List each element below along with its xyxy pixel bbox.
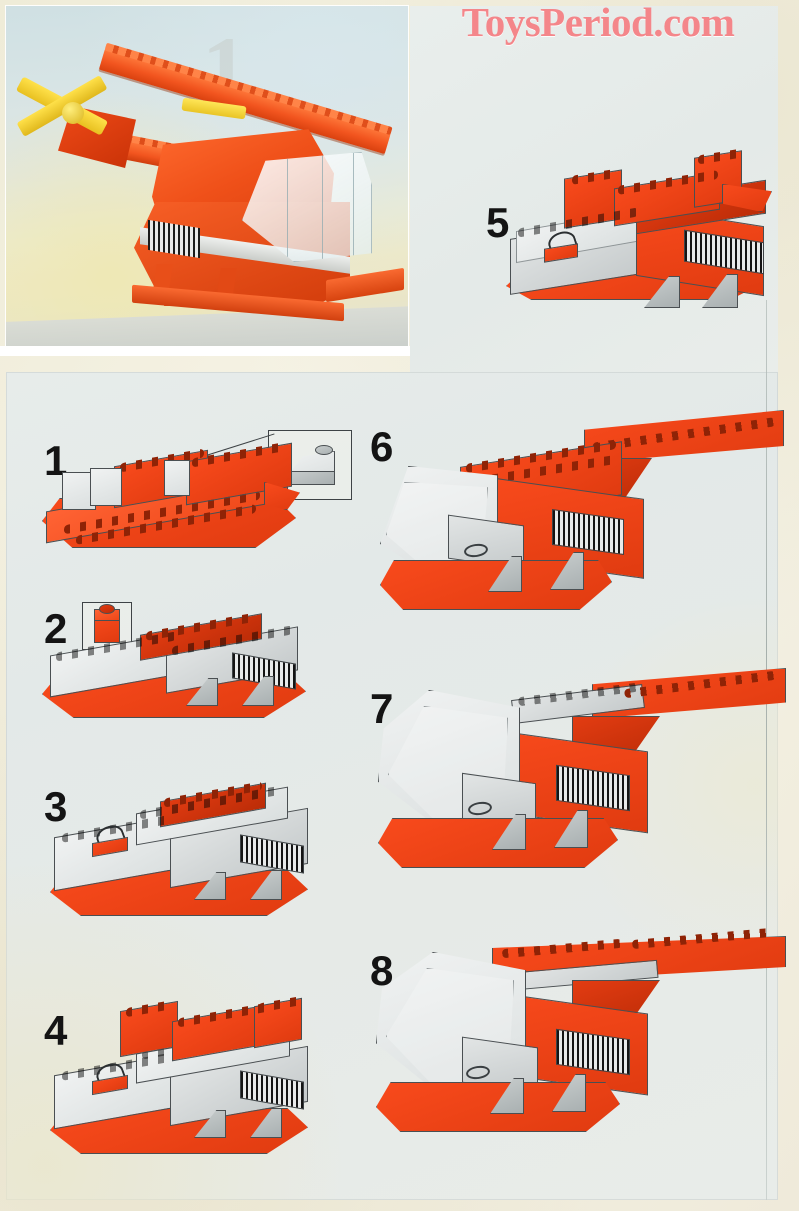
step-2: 2 [36, 600, 366, 760]
page-right-rule [766, 300, 767, 1200]
product-photo: 1 [6, 6, 408, 352]
step-1: 1 [36, 430, 366, 600]
photo-tail-boom-studs [104, 42, 393, 136]
model-white-brick [164, 460, 190, 496]
step-3-number: 3 [44, 783, 68, 830]
step-1-number: 1 [44, 437, 68, 484]
step-6: 6 [366, 408, 786, 638]
step-3: 3 [36, 778, 366, 948]
step-8: 8 [366, 927, 786, 1168]
photo-canopy-pane [353, 153, 355, 261]
step-6-number: 6 [370, 423, 394, 470]
step-2-callout-box [82, 602, 132, 650]
step-8-number: 8 [370, 947, 394, 994]
step-5: 5 [486, 148, 796, 350]
photo-white-border [0, 346, 410, 356]
photo-rotor-hub [62, 102, 84, 124]
step-5-number: 5 [486, 199, 510, 246]
step-7-number: 7 [370, 685, 394, 732]
photo-canopy-pane [322, 153, 324, 261]
site-watermark: ToysPeriod.com [461, 0, 735, 45]
helicopter-photo-illustration [6, 6, 408, 352]
step-4-number: 4 [44, 1007, 68, 1054]
photo-canopy-pane [286, 153, 288, 261]
step-7: 7 [366, 662, 786, 902]
step-2-number: 2 [44, 605, 68, 652]
step-4: 4 [36, 996, 366, 1176]
model-white-slope [90, 468, 122, 506]
